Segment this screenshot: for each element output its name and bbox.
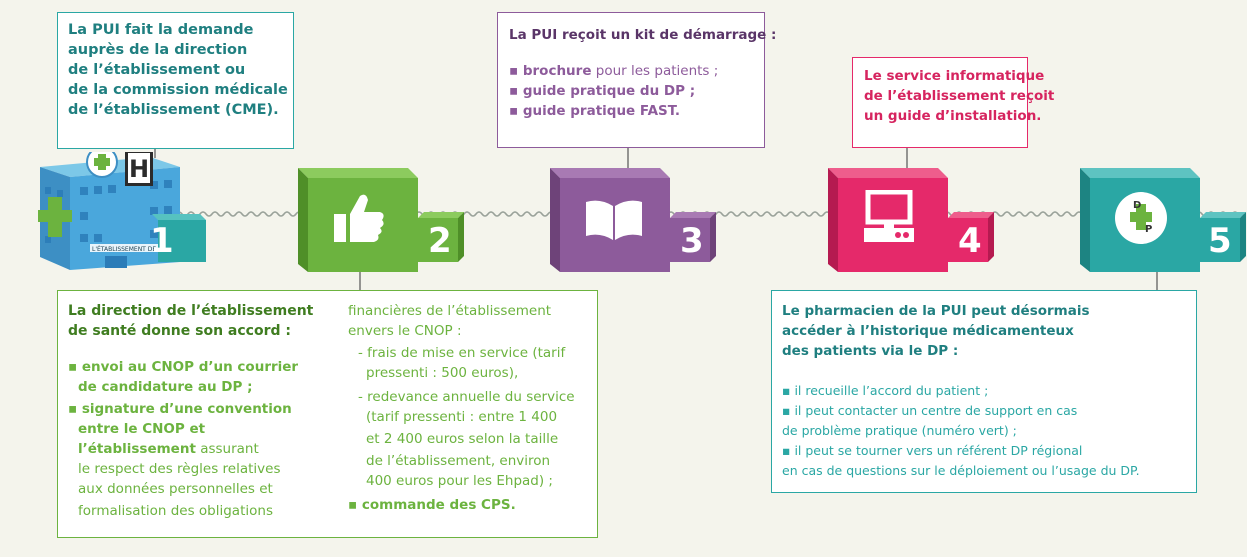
step5-box [771, 290, 1197, 493]
step2-b1-2: de candidature au DP ; [78, 379, 253, 395]
step2-col2-9: 400 euros pour les Ehpad) ; [366, 473, 553, 489]
dp-logo-p: P [1145, 224, 1152, 235]
step2-b2-3: l’établissement assurant [78, 441, 259, 457]
step5-heading-2: accéder à l’historique médicamenteux [782, 323, 1074, 339]
thumbs-up-icon [334, 194, 384, 242]
step2-b2-5: aux données personnelles et [78, 481, 273, 497]
step5-item-1: ▪ il recueille l’accord du patient ; [782, 383, 989, 398]
step2-b2-3-bold: l’établissement [78, 441, 196, 457]
step3-cube [550, 168, 716, 272]
step3-item-guide-fast: ▪ guide pratique FAST. [509, 103, 681, 119]
hospital-sign-h: H [129, 155, 149, 183]
step2-b2-1: ▪ signature d’une convention [68, 401, 292, 417]
step2-b2-4: le respect des règles relatives [78, 461, 281, 477]
step1-line-5: de l’établissement (CME). [68, 102, 279, 118]
step2-b3: ▪ commande des CPS. [348, 497, 516, 513]
step2-col2-5: - redevance annuelle du service [358, 389, 575, 405]
step5-heading-1: Le pharmacien de la PUI peut désormais [782, 303, 1090, 319]
step3-number: 3 [680, 221, 704, 261]
step3-title: La PUI reçoit un kit de démarrage : [509, 27, 777, 43]
open-book-icon [586, 200, 642, 240]
step2-b2-3-rest: assurant [195, 441, 259, 457]
step3-item-brochure-rest: pour les patients ; [591, 63, 719, 79]
step2-b2-2: entre le CNOP et [78, 421, 206, 437]
step2-col2-4: pressenti : 500 euros), [366, 365, 519, 381]
dp-logo-d: D [1133, 200, 1141, 211]
step5-heading-3: des patients via le DP : [782, 343, 959, 359]
step2-col2-2: envers le CNOP : [348, 323, 462, 339]
step2-col2-1: financières de l’établissement [348, 303, 552, 319]
step1-line-1: La PUI fait la demande [68, 22, 254, 38]
step2-number: 2 [428, 221, 452, 261]
step3-item-brochure-bold: ▪ brochure [509, 63, 592, 79]
step5-item-5: en cas de questions sur le déploiement o… [782, 463, 1140, 478]
step3-item-guide-dp: ▪ guide pratique du DP ; [509, 83, 696, 99]
step3-box [497, 12, 765, 148]
step2-box [57, 290, 598, 538]
step2-col2-3: - frais de mise en service (tarif [358, 345, 566, 361]
step1-box [57, 12, 294, 149]
step2-heading-1: La direction de l’établissement [68, 303, 314, 319]
step4-line-1: Le service informatique [864, 68, 1045, 84]
step1-line-3: de l’établissement ou [68, 62, 246, 78]
step5-item-2: ▪ il peut contacter un centre de support… [782, 403, 1078, 418]
step2-col2-8: de l’établissement, environ [366, 453, 551, 469]
step2-col2-6: (tarif pressenti : entre 1 400 [366, 409, 558, 425]
step3-item-brochure: ▪ brochure pour les patients ; [509, 63, 718, 79]
building-label: L'ÉTABLISSEMENT DE SANTÉ [92, 245, 178, 253]
hospital-building-illustration: L'ÉTABLISSEMENT DE SANTÉ H [38, 152, 206, 270]
step1-line-4: de la commission médicale [68, 82, 288, 98]
step4-line-2: de l’établissement reçoit [864, 88, 1055, 104]
step5-number: 5 [1208, 221, 1232, 261]
dp-logo-icon: D P [1115, 192, 1167, 244]
step5-item-4: ▪ il peut se tourner vers un référent DP… [782, 443, 1083, 458]
step5-item-3: de problème pratique (numéro vert) ; [782, 423, 1017, 438]
step2-cube [298, 168, 464, 272]
step4-box [852, 57, 1028, 148]
step1-line-2: auprès de la direction [68, 42, 248, 58]
step2-col2-7: et 2 400 euros selon la taille [366, 431, 559, 447]
step1-number: 1 [150, 221, 174, 261]
step4-number: 4 [958, 221, 982, 261]
step2-b1-1: ▪ envoi au CNOP d’un courrier [68, 359, 299, 375]
step4-line-3: un guide d’installation. [864, 108, 1042, 124]
step2-heading-2: de santé donne son accord : [68, 323, 291, 339]
step2-b2-6: formalisation des obligations [78, 503, 273, 519]
computer-icon [864, 190, 914, 242]
